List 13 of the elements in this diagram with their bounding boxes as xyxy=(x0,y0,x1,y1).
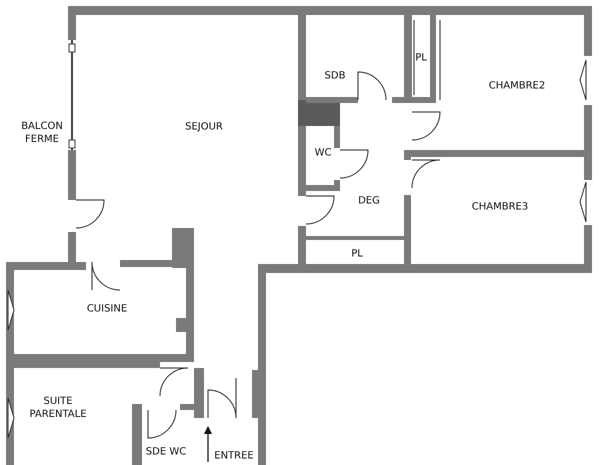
room-label: BALCON FERME xyxy=(20,120,64,146)
room-label: WC xyxy=(314,146,332,160)
room-label: PL xyxy=(415,52,427,64)
room-label: ENTREE xyxy=(214,450,254,462)
room-label: CHAMBRE2 xyxy=(488,80,546,92)
room-label: PL xyxy=(351,248,363,260)
room-label: SDE WC xyxy=(146,446,186,458)
room-label: CUISINE xyxy=(86,302,128,316)
room-label: SEJOUR xyxy=(185,120,223,134)
room-label: SDB xyxy=(324,70,346,82)
room-label: SUITE PARENTALE xyxy=(28,395,88,421)
room-label: CHAMBRE3 xyxy=(472,200,528,214)
room-label: DEG xyxy=(358,194,380,208)
